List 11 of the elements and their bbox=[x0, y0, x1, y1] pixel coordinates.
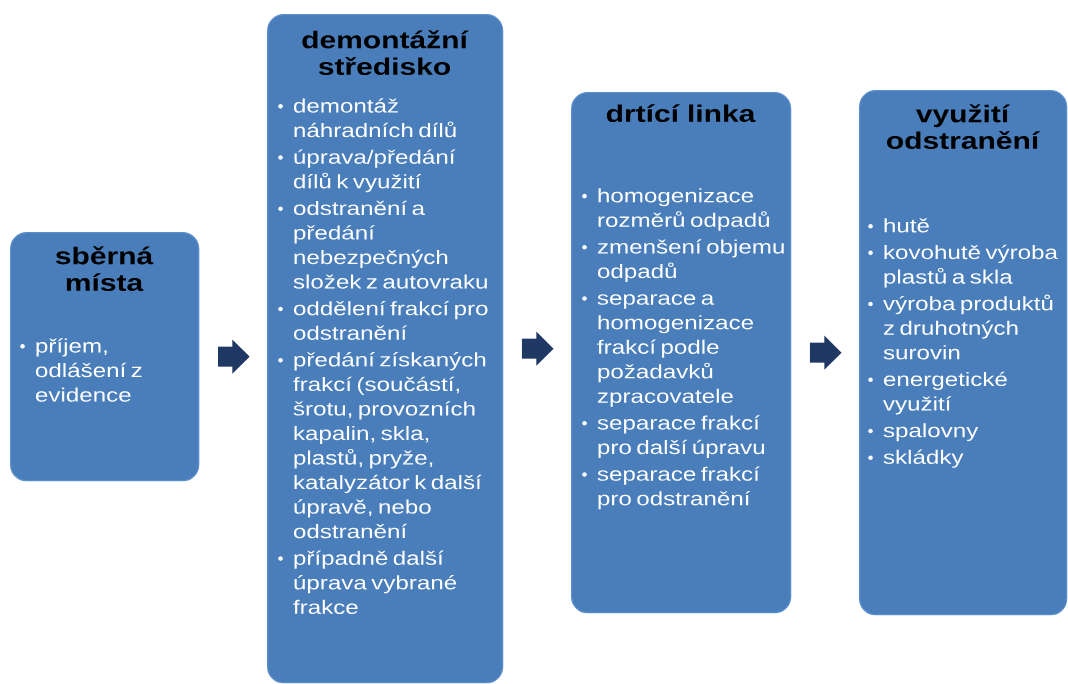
box-heading: využití odstranění bbox=[887, 104, 1040, 150]
bullet-item: separace frakcí pro odstranění bbox=[582, 466, 760, 510]
bullet-item: příjem, odlášení z evidence bbox=[20, 338, 142, 402]
box-heading: demontážní středisko bbox=[302, 30, 469, 76]
box-heading: drtící linka bbox=[606, 104, 756, 123]
bullet-item: spalovny bbox=[868, 423, 979, 442]
box-heading: sběrná místa bbox=[55, 246, 154, 292]
bullet-item: skládky bbox=[868, 449, 964, 468]
bullet-item: případně další úprava vybrané frakce bbox=[278, 550, 457, 614]
bullet-item: zmenšení objemu odpadů bbox=[582, 239, 784, 282]
bullet-item: hutě bbox=[868, 218, 929, 233]
